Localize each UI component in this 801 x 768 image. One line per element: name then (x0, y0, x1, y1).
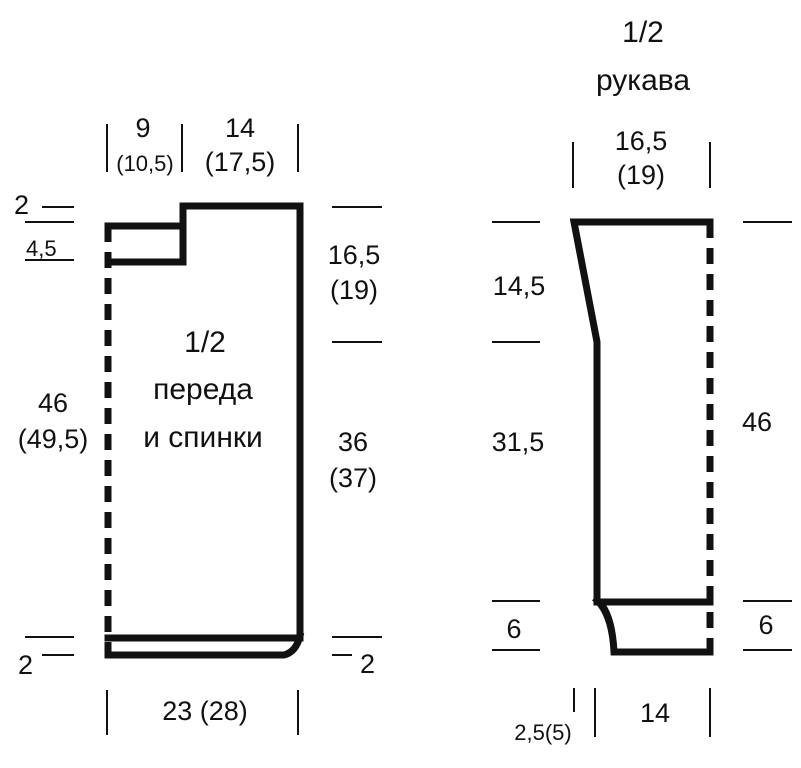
sleeve-bottom-width-label: 14 (640, 698, 670, 728)
side-length-alt-label: (37) (329, 463, 377, 493)
hem-right-label: 2 (360, 649, 375, 679)
body-labels: 1/2 переда и спинки 9 (10,5) 14 (17,5) 2… (14, 113, 380, 726)
neck-top-label: 2 (14, 190, 29, 220)
shoulder-width-label: 14 (225, 113, 255, 143)
sleeve-bottom-offset-label: 2,5(5) (514, 720, 571, 745)
armhole-label: 16,5 (328, 240, 381, 270)
cuff-right-label: 6 (758, 610, 773, 640)
cuff-left-label: 6 (506, 614, 521, 644)
sleeve-bottom-edge (592, 595, 714, 656)
body-title-2: переда (153, 373, 253, 406)
neck-width-label: 9 (135, 113, 150, 143)
sleeve-title-2: рукава (596, 64, 690, 97)
sleeve-cap-height-label: 14,5 (493, 271, 546, 301)
neck-depth-label: 4,5 (26, 236, 57, 261)
sleeve-total-length-label: 46 (742, 407, 772, 437)
body-title-3: и спинки (143, 421, 263, 454)
sleeve-piece-outline (569, 218, 714, 656)
neck-width-alt-label: (10,5) (116, 151, 173, 176)
body-title-1: 1/2 (184, 326, 226, 359)
armhole-alt-label: (19) (330, 275, 378, 305)
sleeve-title-1: 1/2 (622, 16, 664, 49)
body-dimension-lines (25, 124, 382, 735)
side-length-label: 36 (338, 427, 368, 457)
sleeve-mid-length-label: 31,5 (492, 427, 545, 457)
sleeve-top-width-label: 16,5 (615, 126, 668, 156)
total-length-label: 46 (38, 388, 68, 418)
shoulder-width-alt-label: (17,5) (205, 147, 276, 177)
total-length-alt-label: (49,5) (18, 424, 89, 454)
sleeve-top-width-alt-label: (19) (617, 160, 665, 190)
body-width-label: 23 (28) (162, 696, 248, 726)
sleeve-labels: 1/2 рукава 16,5 (19) 14,5 31,5 46 6 6 2,… (492, 16, 774, 745)
sleeve-cap-edge (569, 218, 714, 602)
body-piece-outline (104, 202, 305, 659)
bottom-edge (104, 631, 305, 659)
neck-shoulder-edge (104, 202, 304, 638)
hem-left-label: 2 (18, 650, 33, 680)
sleeve-dimension-lines (492, 142, 792, 737)
